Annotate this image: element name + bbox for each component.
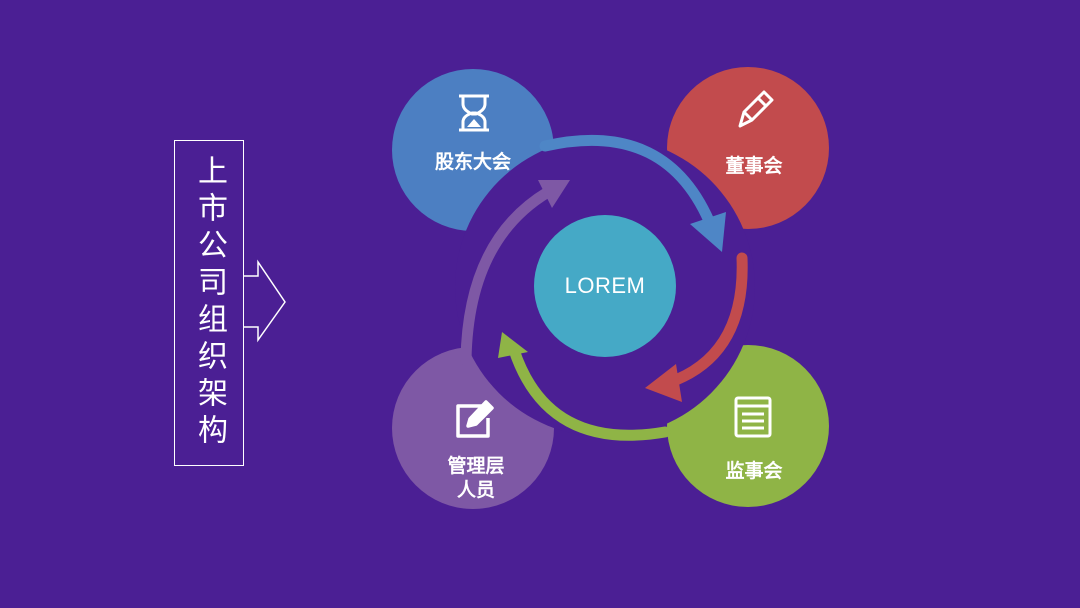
node-label-management-line2: 人员	[456, 479, 495, 501]
node-label-board: 董事会	[725, 155, 783, 177]
edit-icon	[456, 400, 494, 438]
title-arrow	[244, 259, 286, 343]
arrow-green-head	[498, 332, 528, 358]
arrow-blue	[539, 134, 718, 234]
arrow-red	[662, 252, 748, 389]
arrow-purple-head	[538, 180, 570, 208]
arrow-green	[508, 344, 671, 441]
center-label: LOREM	[564, 273, 646, 298]
node-label-shareholders: 股东大会	[434, 151, 511, 173]
document-icon	[734, 396, 772, 438]
arrow-purple	[460, 186, 554, 366]
node-label-management-line1: 管理层	[447, 455, 505, 477]
title-box: 上市公司组织架构	[174, 140, 244, 466]
page-title: 上市公司组织架构	[192, 155, 227, 451]
center-circle	[534, 215, 676, 357]
arrow-blue-head	[690, 212, 726, 252]
pencil-icon	[738, 90, 774, 128]
arrow-red-head	[645, 364, 682, 402]
hourglass-icon	[459, 94, 489, 132]
node-label-supervisors: 监事会	[725, 460, 783, 482]
